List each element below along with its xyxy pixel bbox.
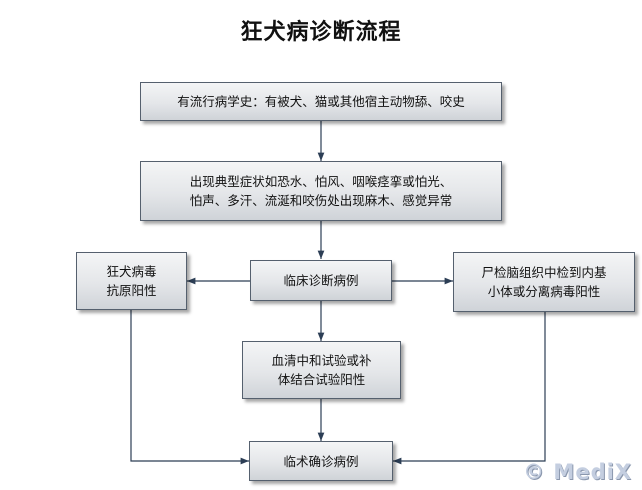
node-symptoms-line-1: 出现典型症状如恐水、怕风、咽喉痉挛或怕光、 bbox=[189, 174, 453, 189]
node-typical-symptoms: 出现典型症状如恐水、怕风、咽喉痉挛或怕光、 怕声、多汗、流涎和咬伤处出现麻木、感… bbox=[140, 161, 502, 221]
node-clinical-line-1: 临床诊断病例 bbox=[283, 273, 359, 288]
node-serum-line-2: 体结合试验阳性 bbox=[277, 372, 366, 387]
node-rabies-antigen-positive: 狂犬病毒 抗原阳性 bbox=[76, 252, 187, 310]
node-history-line-1: 有流行病学史：有被犬、猫或其他宿主动物舔、咬史 bbox=[177, 94, 465, 109]
node-autopsy-line-2: 小体或分离病毒阳性 bbox=[487, 284, 601, 299]
node-autopsy-positive: 尸检脑组织中检到内基 小体或分离病毒阳性 bbox=[453, 252, 635, 312]
arrow-antigen-to-confirmed bbox=[130, 310, 249, 465]
node-antigen-line-2: 抗原阳性 bbox=[106, 283, 157, 298]
node-epidemiological-history: 有流行病学史：有被犬、猫或其他宿主动物舔、咬史 bbox=[140, 82, 502, 121]
diagram-title: 狂犬病诊断流程 bbox=[240, 19, 402, 45]
node-antigen-line-1: 狂犬病毒 bbox=[106, 264, 157, 279]
node-serum-test-positive: 血清中和试验或补 体结合试验阳性 bbox=[242, 341, 401, 399]
node-serum-line-1: 血清中和试验或补 bbox=[271, 353, 372, 368]
node-confirmed-case: 临术确诊病例 bbox=[249, 441, 393, 481]
node-confirmed-line-1: 临术确诊病例 bbox=[283, 453, 359, 469]
node-autopsy-line-1: 尸检脑组织中检到内基 bbox=[481, 265, 607, 280]
node-clinical-diagnosis: 临床诊断病例 bbox=[250, 260, 392, 301]
node-symptoms-line-2: 怕声、多汗、流涎和咬伤处出现麻木、感觉异常 bbox=[189, 193, 453, 208]
medix-watermark: © MediX bbox=[523, 460, 632, 484]
arrow-autopsy-to-confirmed bbox=[393, 312, 546, 465]
